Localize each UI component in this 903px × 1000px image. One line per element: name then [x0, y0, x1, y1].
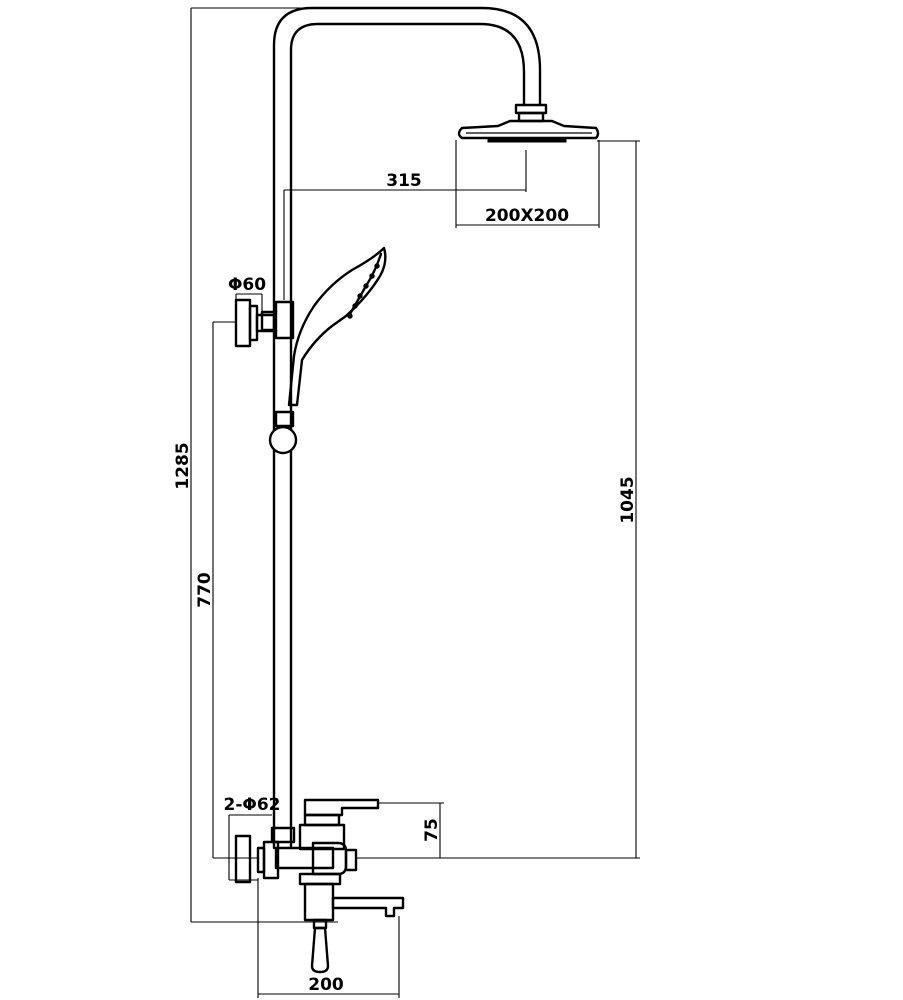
dimension-lines	[190, 7, 640, 998]
bath-spout	[331, 896, 405, 918]
sliding-holder	[260, 300, 295, 340]
dim-arm-reach: 315	[386, 171, 422, 191]
mixer-valve	[256, 798, 380, 922]
overhead-shower-head	[457, 103, 600, 143]
upper-wall-bracket	[234, 298, 276, 348]
adjustment-knob	[268, 425, 298, 455]
dim-head-height: 1045	[618, 476, 638, 523]
dim-mixer-height: 75	[422, 818, 442, 842]
dim-spout-length: 200	[308, 975, 344, 995]
hand-shower	[274, 246, 387, 428]
diverter-knob	[310, 918, 330, 974]
dim-total-height: 1285	[173, 442, 193, 489]
dim-slide-height: 770	[195, 572, 215, 608]
lower-wall-bracket	[234, 834, 252, 884]
dim-mount-diameter: 2-Φ62	[224, 795, 281, 815]
dim-head-size: 200X200	[485, 206, 569, 226]
riser-pipe	[272, 6, 542, 850]
dim-holder-diameter: Φ60	[228, 275, 266, 295]
